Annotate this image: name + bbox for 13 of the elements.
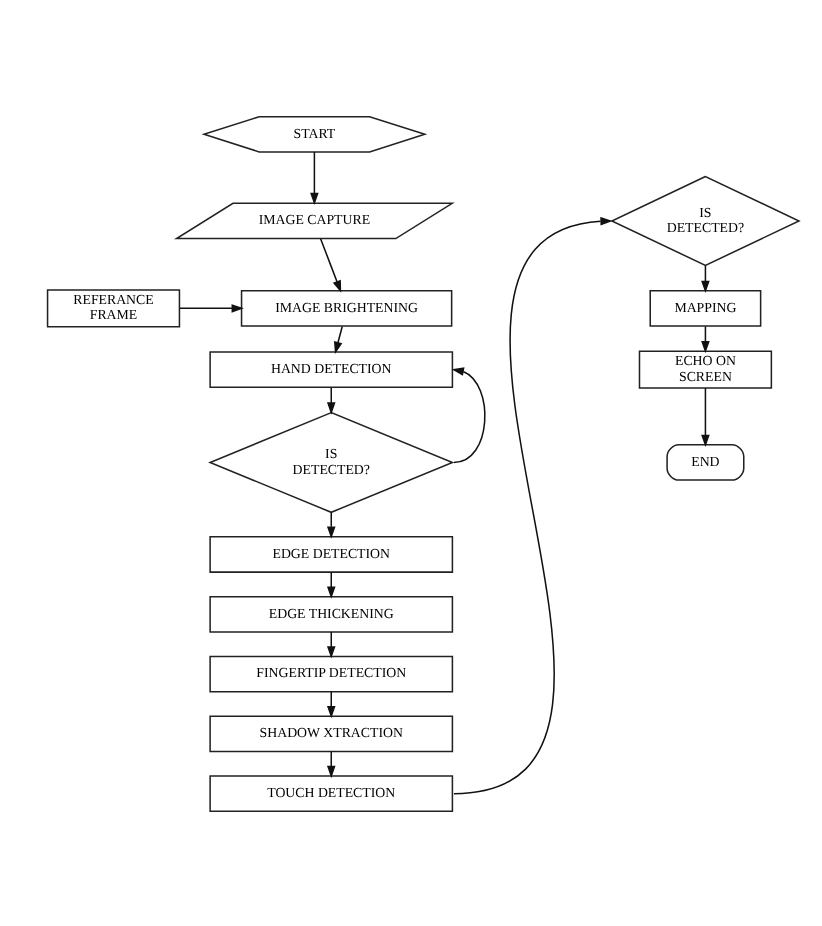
arrow: [333, 324, 343, 353]
arrow: [310, 150, 319, 205]
arrow: [326, 570, 336, 598]
arrow: [326, 385, 336, 414]
arrow: [326, 510, 336, 538]
arrow: [326, 630, 336, 658]
arrow: [326, 689, 336, 718]
arrow: [326, 749, 336, 778]
arrow: [178, 303, 244, 312]
arrow: [453, 215, 613, 794]
arrow: [701, 386, 710, 447]
arrow: [319, 236, 342, 292]
arrow: [451, 366, 486, 463]
